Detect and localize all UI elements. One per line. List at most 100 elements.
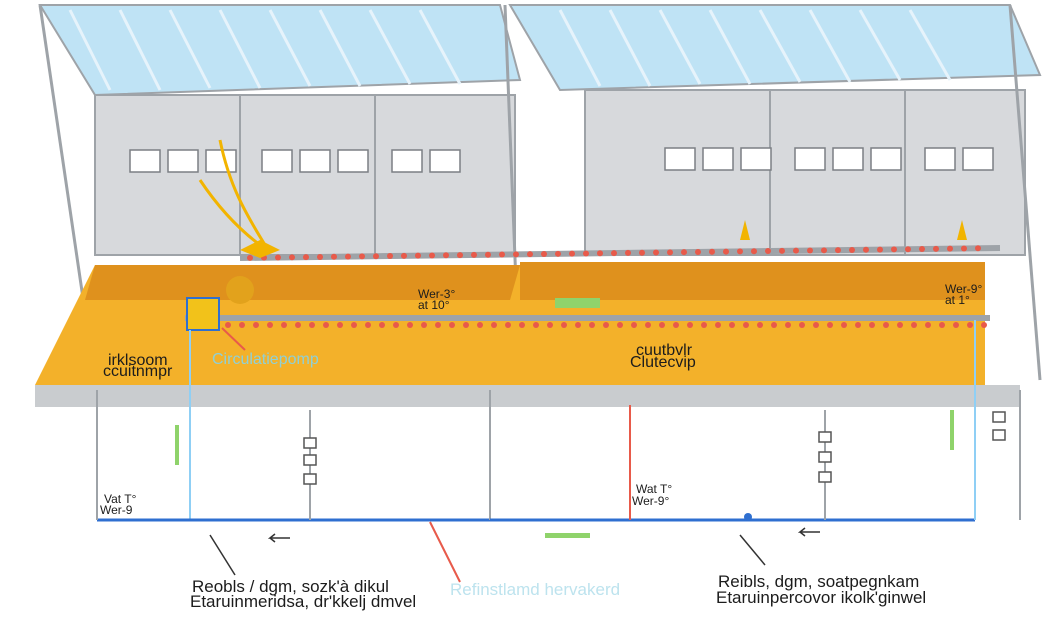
heating-node [373,253,379,260]
heating-node [667,249,673,256]
heating-node [793,247,799,254]
heating-node [933,245,939,252]
heating-node [653,249,659,256]
heating-node [247,254,253,261]
heating-node [379,322,385,328]
right-loop-temp-top: Wat T° [636,482,673,496]
heating-node [835,247,841,254]
heating-node [869,322,875,328]
caption-leaders [209,534,766,576]
heating-node [681,249,687,256]
heating-node [603,322,609,328]
bottom-center-faint: Refinstlamd hervakerd [450,580,621,599]
heating-node [891,246,897,253]
right-temp-sub: at 1° [945,293,970,307]
heating-node [583,250,589,257]
heating-node [953,322,959,328]
heating-node [779,247,785,254]
wall-right [584,89,1026,256]
heating-node [323,322,329,328]
bottom-left-caption-line1: Reobls / dgm, sozk'à dikul [192,577,389,596]
heating-node [897,322,903,328]
heating-node [611,250,617,257]
heating-node [541,251,547,257]
heating-node [331,253,337,260]
pipe-loop-right [490,320,1021,522]
heating-node [295,322,301,328]
heating-node [715,322,721,328]
heating-node [457,252,463,259]
heating-node [309,322,315,328]
heating-node [267,322,273,328]
heating-node [961,245,967,252]
flow-arrow-icon [175,298,954,538]
heating-node [659,322,665,328]
heating-node [513,251,519,258]
heating-node [575,322,581,328]
right-pump-label: cuutbvlr [636,342,693,359]
heating-node [555,250,561,257]
heating-node [841,322,847,328]
heating-node [849,246,855,253]
heating-node [967,322,973,328]
heating-node [477,322,483,328]
right-temp: Wer-9° [945,282,983,296]
heating-node [253,322,259,328]
heating-node [597,250,603,257]
heating-node [785,322,791,328]
heating-node [877,246,883,253]
left-pump-label: ccuitnmpr [103,363,173,380]
heating-node [947,245,953,252]
heating-node [449,322,455,328]
heating-node [225,322,231,328]
heating-node [519,322,525,328]
heating-node [631,322,637,328]
heating-node [351,322,357,328]
left-loop-temp-top: Vat T° [104,492,137,506]
heating-node [569,250,575,257]
heating-node [919,246,925,253]
red-leader [429,521,461,583]
heating-node [617,322,623,328]
heating-node [463,322,469,328]
pipe-loop-left [96,330,491,522]
heating-node [827,322,833,328]
heating-node [807,247,813,254]
heating-node [527,251,533,258]
heating-node [925,322,931,328]
heating-node [429,252,435,259]
heating-node [905,246,911,253]
heating-node [737,248,743,255]
heating-node [729,322,735,328]
heating-node [239,322,245,328]
heating-node [743,322,749,328]
heating-node [415,252,421,259]
heating-node [499,251,505,258]
heating-node [645,322,651,328]
heating-node [281,322,287,328]
heating-node [673,322,679,328]
heating-node [911,322,917,328]
valve-icon [303,411,1006,485]
flow-arrow-icon [267,527,820,543]
pump-leader [221,327,246,351]
heating-node [337,322,343,328]
right-loop-temp-bottom: Wer-9° [632,494,670,508]
heating-node [589,322,595,328]
heating-node [407,322,413,328]
heating-node [387,253,393,260]
heating-node [365,322,371,328]
heating-node [561,322,567,328]
heating-node [695,248,701,255]
heating-node [505,322,511,328]
heating-rail-top [239,245,1001,261]
heating-node [303,254,309,261]
heating-node [855,322,861,328]
heating-node [883,322,889,328]
heating-node [813,322,819,328]
heater-icon [740,220,967,240]
heating-node [485,251,491,258]
floor [35,262,1020,407]
